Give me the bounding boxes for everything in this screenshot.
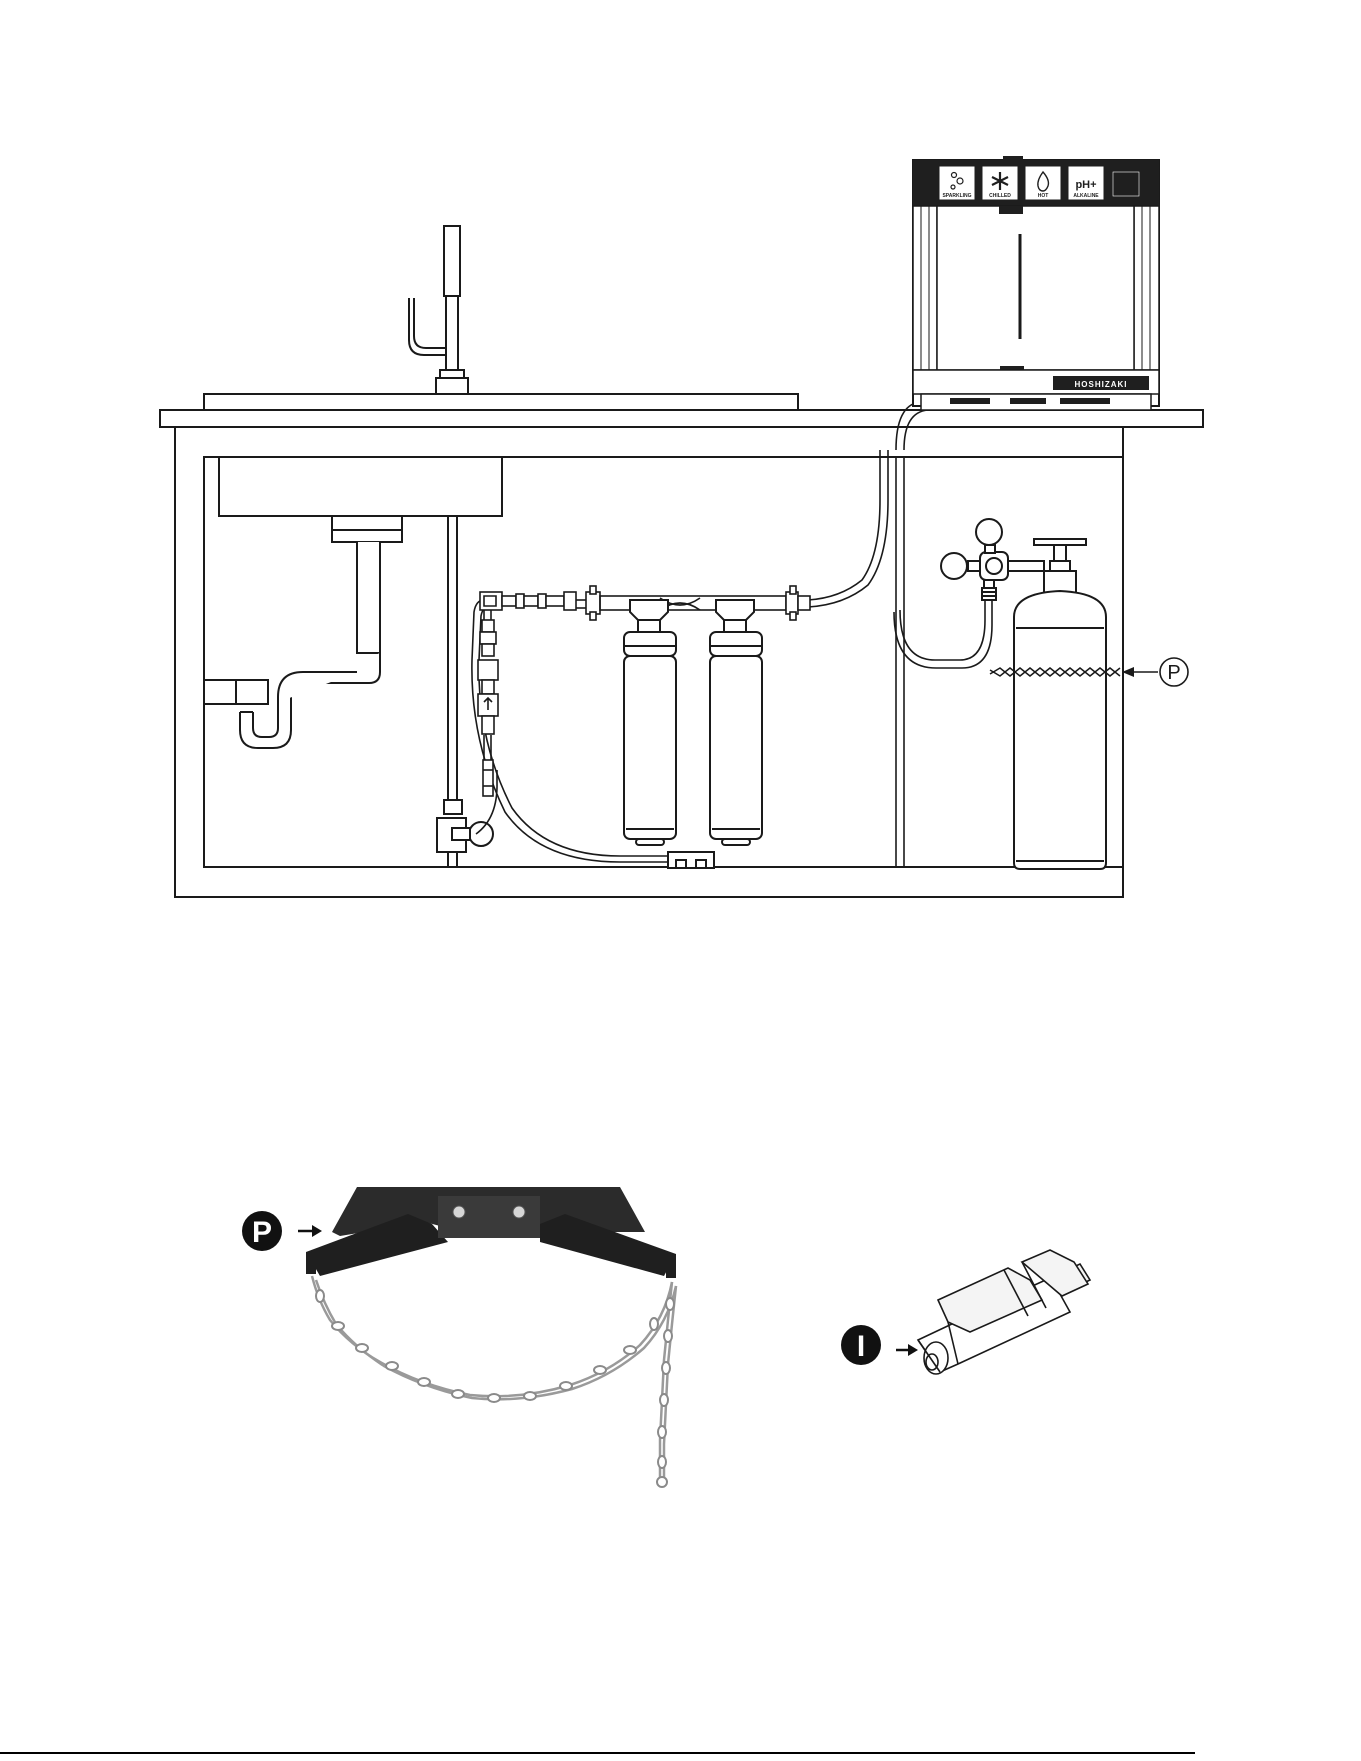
ph-plus-icon: pH+	[1075, 179, 1096, 191]
part-i-fitting	[918, 1250, 1090, 1374]
sparkling-label: SPARKLING	[942, 193, 971, 199]
countertop	[160, 410, 1203, 427]
hot-label: HOT	[1038, 193, 1049, 199]
chilled-label: CHILLED	[989, 193, 1011, 199]
gauge-icon	[941, 553, 967, 579]
filter-1	[624, 600, 676, 845]
water-tubing	[472, 450, 888, 862]
chain-links	[316, 1290, 674, 1487]
callout-p: P	[1122, 658, 1188, 686]
part-i-label: I	[857, 1330, 865, 1363]
sink-basin	[219, 457, 502, 516]
part-p-label: P	[252, 1216, 272, 1249]
part-i-badge: I	[841, 1325, 918, 1365]
leak-detector	[668, 852, 714, 868]
alkaline-label: ALKALINE	[1073, 193, 1099, 199]
part-p-badge: P	[242, 1211, 322, 1251]
part-p-bracket	[306, 1187, 676, 1487]
co2-regulator	[941, 519, 1044, 600]
inlet-assembly	[478, 592, 576, 796]
co2-cylinder	[1014, 539, 1106, 869]
faucet	[409, 226, 468, 394]
sink-rim	[204, 394, 798, 410]
p-trap	[204, 542, 380, 748]
filter-2	[710, 600, 762, 845]
page-bottom-rule	[0, 1752, 1195, 1754]
bracket-chain	[312, 1276, 676, 1478]
filter-manifold	[586, 586, 810, 620]
brand-logo: HOSHIZAKI	[1075, 380, 1128, 389]
gauge-icon	[976, 519, 1002, 545]
callout-p-label: P	[1167, 662, 1180, 684]
dispenser: pH+ SPARKLING CHILLED HOT ALKALINE HOSHI…	[913, 156, 1159, 410]
co2-line	[894, 402, 992, 867]
